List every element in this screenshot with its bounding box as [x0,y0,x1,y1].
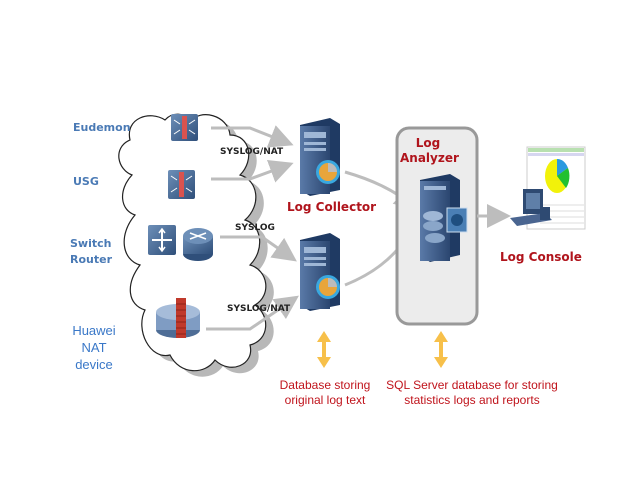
collector-db-note-line2: original log text [284,393,366,407]
collector-db-note: Database storing original log text [258,378,392,408]
usg-label: USG [73,175,99,188]
switch-label: Switch [70,237,112,250]
log-collector-title: Log Collector [287,200,377,214]
log-collector-server-top [300,118,340,196]
eudemon-device-icon [171,114,198,141]
analyzer-title-line1: Log [415,136,441,150]
analyzer-db-note-line1: SQL Server database for storing [386,378,558,392]
collector-db-arrow-icon [317,331,331,368]
log-console-title: Log Console [500,250,582,264]
log-analyzer-server [420,174,468,262]
collector-db-note-line1: Database storing [279,378,371,392]
nat-label-line1: Huawei [72,323,116,338]
eudemon-label: Eudemon [73,121,131,134]
huawei-nat-label: Huawei NAT device [66,322,122,373]
nat-label-line3: device [75,357,113,372]
syslog-nat-top-label: SYSLOG/NAT [220,147,284,157]
source-arrows [206,125,299,331]
log-collector-server-bottom [300,233,340,311]
computer-icon [510,189,552,226]
router-icon [183,228,213,261]
analyzer-db-note-line2: statistics logs and reports [404,393,540,407]
switch-icon [148,225,176,255]
analyzer-title-line2: Analyzer [400,151,459,165]
usg-device-icon [168,170,195,199]
analyzer-db-arrow-icon [434,331,448,368]
syslog-nat-bottom-label: SYSLOG/NAT [227,304,291,314]
syslog-middle-label: SYSLOG [235,223,275,233]
nat-device-icon [156,298,200,338]
log-analyzer-title: Log Analyzer [400,136,459,166]
switch-router-label: Switch Router [70,236,112,268]
analyzer-db-note: SQL Server database for storing statisti… [372,378,572,408]
router-label: Router [70,253,113,266]
nat-label-line2: NAT [81,340,107,355]
